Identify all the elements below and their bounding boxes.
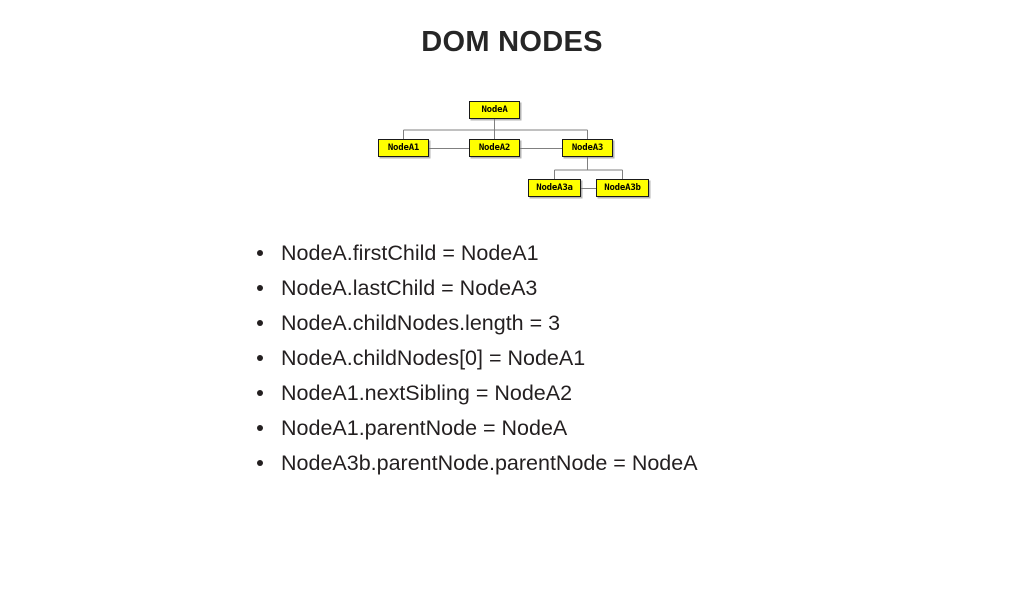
tree-node-nodea3b: NodeA3b: [596, 179, 649, 197]
page-title: DOM NODES: [421, 26, 603, 58]
list-item: NodeA.childNodes.length = 3: [255, 306, 698, 341]
bullet-icon: [257, 250, 263, 256]
tree-node-nodea1: NodeA1: [378, 139, 429, 157]
list-item: NodeA.firstChild = NodeA1: [255, 236, 698, 271]
dom-tree-diagram: NodeA NodeA1 NodeA2 NodeA3 NodeA3a NodeA…: [360, 92, 660, 207]
list-item-label: NodeA1.nextSibling = NodeA2: [281, 381, 573, 405]
bullet-icon: [257, 425, 263, 431]
tree-connectors: [402, 119, 624, 190]
list-item: NodeA1.parentNode = NodeA: [255, 411, 698, 446]
list-item-label: NodeA1.parentNode = NodeA: [281, 416, 568, 440]
tree-node-nodea3: NodeA3: [562, 139, 613, 157]
list-item-label: NodeA.lastChild = NodeA3: [281, 276, 538, 300]
tree-node-nodea3a: NodeA3a: [528, 179, 581, 197]
list-item: NodeA.childNodes[0] = NodeA1: [255, 341, 698, 376]
list-item-label: NodeA.childNodes[0] = NodeA1: [281, 346, 586, 370]
list-item: NodeA3b.parentNode.parentNode = NodeA: [255, 446, 698, 481]
dom-property-list: NodeA.firstChild = NodeA1 NodeA.lastChil…: [255, 236, 698, 481]
bullet-icon: [257, 460, 263, 466]
bullet-icon: [257, 355, 263, 361]
bullet-icon: [257, 390, 263, 396]
tree-node-nodea2: NodeA2: [469, 139, 520, 157]
list-item: NodeA.lastChild = NodeA3: [255, 271, 698, 306]
bullet-icon: [257, 285, 263, 291]
bullet-icon: [257, 320, 263, 326]
list-item-label: NodeA3b.parentNode.parentNode = NodeA: [281, 451, 698, 475]
list-item-label: NodeA.childNodes.length = 3: [281, 311, 561, 335]
list-item: NodeA1.nextSibling = NodeA2: [255, 376, 698, 411]
tree-node-nodea: NodeA: [469, 101, 520, 119]
list-item-label: NodeA.firstChild = NodeA1: [281, 241, 539, 265]
